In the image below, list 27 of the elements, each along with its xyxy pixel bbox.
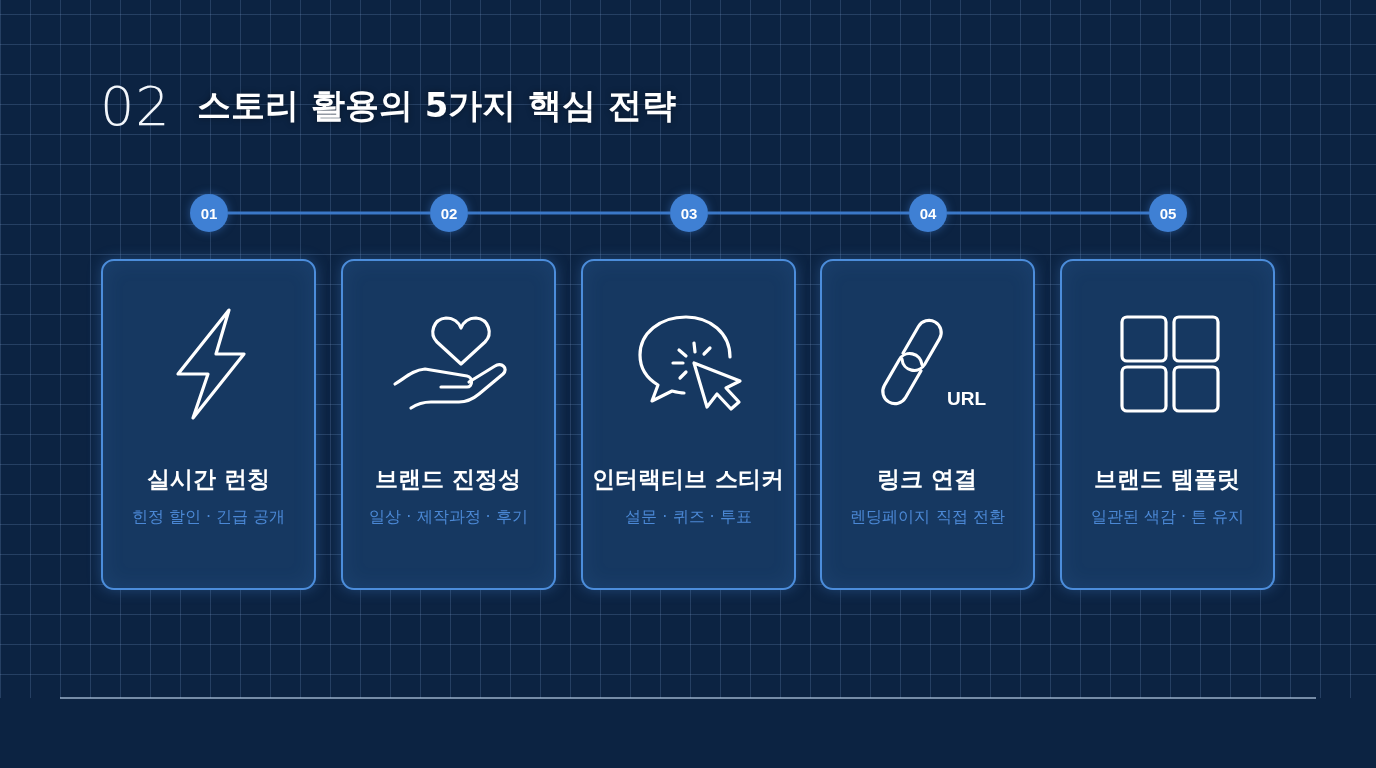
connector-line	[228, 211, 430, 215]
strategy-card	[581, 259, 796, 590]
connector-line	[708, 211, 909, 215]
step-number-badge: 01	[190, 194, 228, 232]
card-title: 브랜드 템플릿	[1094, 465, 1241, 494]
step-number-badge: 02	[430, 194, 468, 232]
connector-line	[468, 211, 670, 215]
strategy-card	[341, 259, 556, 590]
slide-title: 스토리 활용의 5가지 핵심 전략	[197, 84, 676, 126]
card-description: 일관된 색감 · 튼 유지	[1090, 506, 1245, 528]
step-number-badge: 04	[909, 194, 947, 232]
card-description: 설문 · 퀴즈 · 투표	[625, 506, 752, 528]
step-number-badge: 05	[1149, 194, 1187, 232]
card-description: 일상 · 제작과정 · 후기	[369, 506, 528, 528]
card-title: 실시간 런칭	[147, 465, 270, 494]
icon-caption: URL	[947, 388, 987, 410]
card-description: 렌딩페이지 직접 전환	[850, 506, 1005, 528]
strategy-card	[101, 259, 316, 590]
card-title: 링크 연결	[877, 465, 978, 494]
card-description: 힌정 할인 · 긴급 공개	[131, 506, 286, 528]
strategy-card	[820, 259, 1035, 590]
connector-line	[947, 211, 1149, 215]
card-title: 브랜드 진정성	[375, 465, 522, 494]
step-number-badge: 03	[670, 194, 708, 232]
strategy-card	[1060, 259, 1275, 590]
card-title: 인터랙티브 스티커	[592, 465, 785, 494]
section-number: 02	[100, 79, 171, 135]
